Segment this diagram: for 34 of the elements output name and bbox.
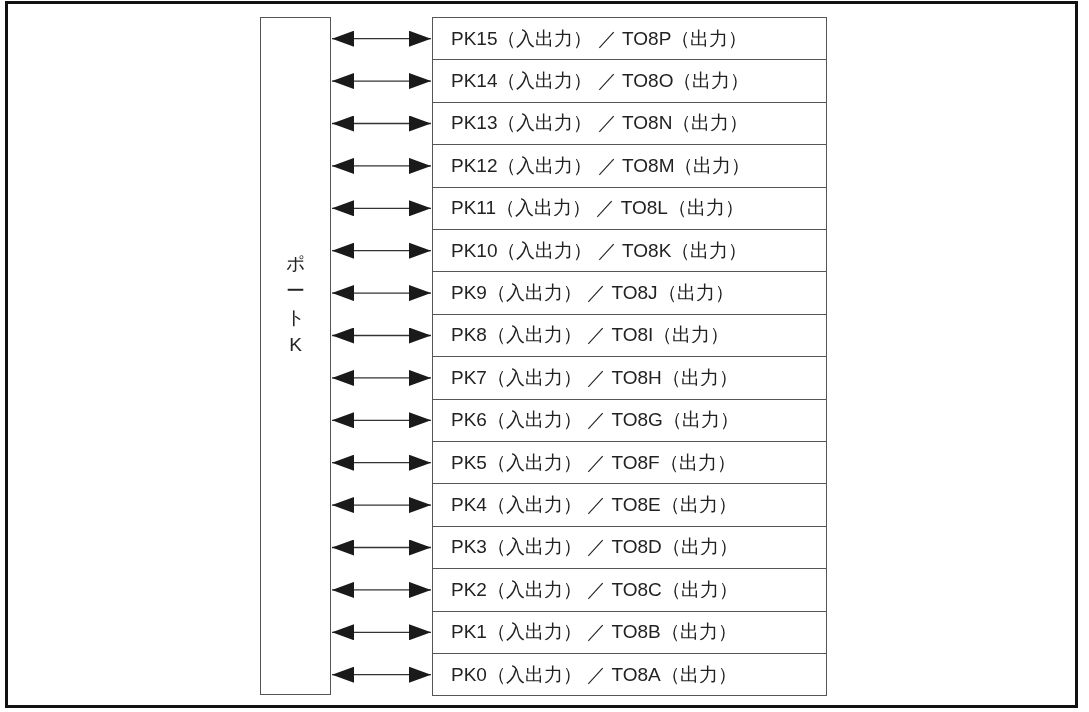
pin-box: PK0（入出力） ／ TO8A（出力）: [432, 653, 827, 697]
double-arrow: [331, 454, 432, 471]
pin-box: PK13（入出力） ／ TO8N（出力）: [432, 101, 827, 146]
pin-box: PK6（入出力） ／ TO8G（出力）: [432, 398, 827, 442]
pin-box: PK2（入出力） ／ TO8C（出力）: [432, 568, 827, 612]
pin-box: PK4（入出力） ／ TO8E（出力）: [432, 483, 827, 527]
double-arrow: [331, 242, 432, 259]
pin-box: PK14（入出力） ／ TO8O（出力）: [432, 59, 827, 103]
pin-box: PK10（入出力） ／ TO8K（出力）: [432, 229, 827, 273]
pin-box: PK7（入出力） ／ TO8H（出力）: [432, 356, 827, 400]
double-arrow: [331, 581, 432, 598]
pin-box: PK11（入出力） ／ TO8L（出力）: [432, 186, 827, 230]
pin-box: PK1（入出力） ／ TO8B（出力）: [432, 610, 827, 654]
double-arrow: [331, 327, 432, 344]
pin-box: PK8（入出力） ／ TO8I（出力）: [432, 313, 827, 358]
double-arrow: [331, 624, 432, 641]
double-arrow: [331, 157, 432, 174]
double-arrow: [331, 73, 432, 90]
double-arrow: [331, 412, 432, 429]
double-arrow: [331, 369, 432, 386]
double-arrow: [331, 539, 432, 556]
port-label: ポートK: [285, 252, 306, 357]
port-box: [260, 17, 331, 695]
pin-box: PK12（入出力） ／ TO8M（出力）: [432, 144, 827, 188]
double-arrow: [331, 497, 432, 514]
double-arrow: [331, 115, 432, 132]
double-arrow: [331, 30, 432, 47]
double-arrow: [331, 200, 432, 217]
pin-box: PK3（入出力） ／ TO8D（出力）: [432, 525, 827, 570]
double-arrow: [331, 666, 432, 683]
pin-box: PK9（入出力） ／ TO8J（出力）: [432, 271, 827, 315]
double-arrow: [331, 285, 432, 302]
pin-box: PK15（入出力） ／ TO8P（出力）: [432, 17, 827, 61]
pin-box: PK5（入出力） ／ TO8F（出力）: [432, 441, 827, 485]
